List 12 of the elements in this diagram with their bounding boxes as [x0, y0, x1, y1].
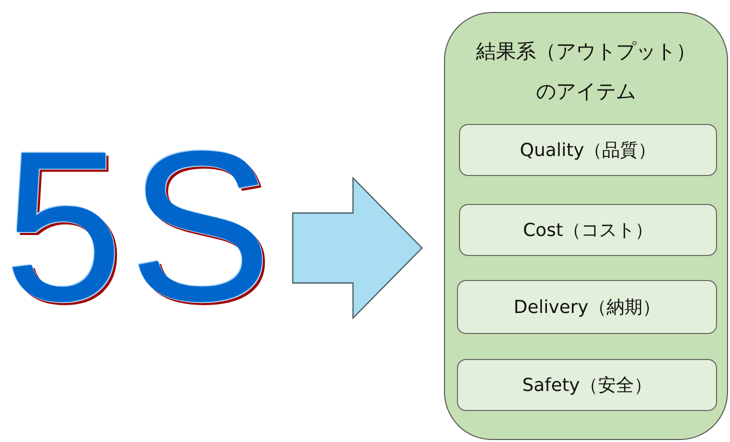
- item-box: [459, 124, 717, 176]
- title-text: 5S: [4, 120, 278, 334]
- block-arrow: [292, 176, 423, 320]
- item-label: Delivery（納期）: [514, 296, 660, 319]
- item-box: [457, 280, 717, 334]
- item-box: [457, 359, 717, 411]
- item-label: Quality（品質）: [520, 139, 656, 162]
- item-label: Safety（安全）: [522, 374, 652, 397]
- item-label: Cost（コスト）: [522, 219, 654, 242]
- item-box: [459, 204, 717, 256]
- heading: 結果系（アウトプット）のアイテム: [475, 38, 697, 105]
- group-box: [444, 12, 728, 440]
